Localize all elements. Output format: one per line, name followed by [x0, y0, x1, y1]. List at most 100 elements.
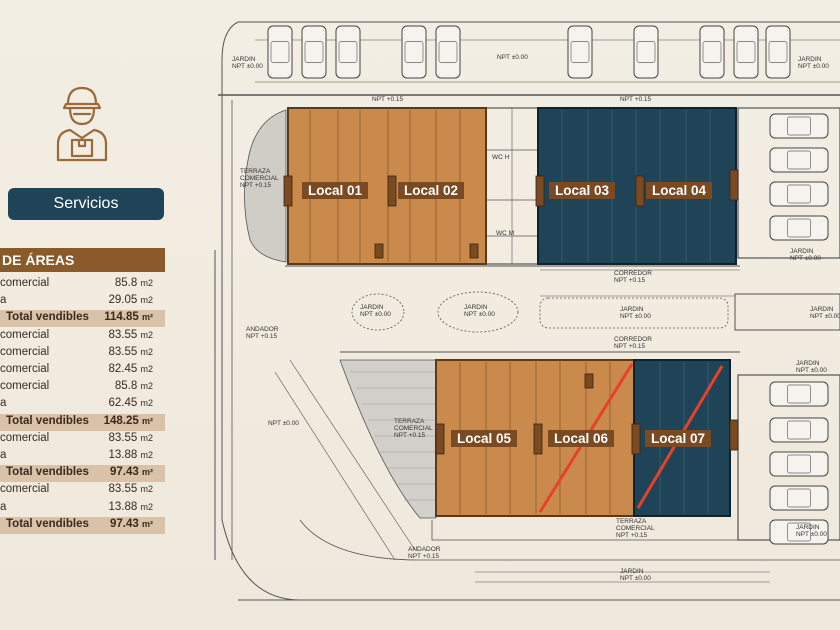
area-value: 13.88 m2 — [109, 449, 154, 461]
parked-car — [769, 181, 829, 207]
local-label-05[interactable]: Local 05 — [451, 430, 518, 447]
area-number: 29.05 — [108, 294, 138, 307]
area-number: 97.43 — [110, 466, 139, 479]
car-window — [787, 384, 811, 404]
area-number: 83.55 — [108, 328, 138, 341]
local-label-04[interactable]: Local 04 — [646, 182, 713, 199]
area-value: 114.85 m² — [104, 311, 153, 323]
parked-car — [401, 25, 427, 79]
car-window — [304, 41, 324, 63]
area-value: 97.43 m² — [110, 466, 153, 478]
area-label: comercial — [0, 277, 50, 289]
area-unit: m2 — [140, 329, 153, 340]
car-window — [636, 41, 656, 63]
car-window — [787, 454, 811, 474]
parked-car — [301, 25, 327, 79]
area-label: comercial — [0, 363, 50, 375]
local-label-01[interactable]: Local 01 — [302, 182, 369, 199]
area-unit: m2 — [140, 484, 153, 495]
area-unit: m2 — [140, 450, 153, 460]
area-label: comercial — [0, 328, 50, 341]
parked-car — [769, 519, 829, 545]
area-label: Total vendibles — [6, 414, 89, 427]
area-number: 114.85 — [104, 311, 139, 324]
car-window — [570, 41, 590, 63]
parking-right — [769, 113, 829, 545]
area-unit: m2 — [140, 381, 153, 392]
area-value: 97.43 m² — [110, 518, 153, 530]
parked-car — [769, 215, 829, 241]
parked-car — [769, 451, 829, 477]
parking-top — [267, 25, 791, 79]
area-value: 13.88 m2 — [109, 501, 154, 513]
parked-car — [633, 25, 659, 79]
local-label-06[interactable]: Local 06 — [548, 430, 615, 447]
area-unit: m2 — [140, 501, 153, 512]
local-label-07[interactable]: Local 07 — [645, 430, 712, 447]
area-number: 148.25 — [103, 414, 139, 427]
car-window — [270, 41, 290, 63]
parked-car — [769, 147, 829, 173]
parked-car — [335, 25, 361, 79]
area-unit: m2 — [140, 295, 153, 306]
areas-row: a 29.05 m2 — [0, 293, 165, 310]
area-number: 83.55 — [108, 431, 138, 444]
car-window — [438, 41, 458, 63]
area-unit: m2 — [140, 278, 153, 288]
npt-label: NPT ±0.00 — [268, 420, 299, 427]
area-label: comercial — [0, 345, 50, 358]
area-number: 85.8 — [114, 380, 138, 393]
car-window — [787, 116, 811, 136]
area-value: 85.8 m2 — [115, 277, 153, 289]
area-number: 82.45 — [108, 363, 138, 375]
area-label: comercial — [0, 483, 50, 496]
services-button[interactable]: Servicios — [8, 188, 164, 220]
local-label-03[interactable]: Local 03 — [549, 182, 616, 199]
areas-row: comercial 82.45 m2 — [0, 362, 165, 379]
areas-table-header: DE ÁREAS — [0, 248, 165, 272]
areas-row: comercial 83.55 m2 — [0, 482, 165, 499]
wc-h-label: WC H — [492, 154, 510, 161]
area-value: 29.05 m2 — [109, 294, 154, 306]
parked-car — [733, 25, 759, 79]
car-window — [702, 41, 722, 63]
area-number: 85.8 — [114, 277, 138, 289]
parked-car — [769, 113, 829, 139]
car-window — [787, 420, 811, 440]
car-window — [736, 41, 756, 63]
area-unit: m² — [142, 518, 153, 529]
wc-m-label: WC M — [496, 230, 515, 237]
area-number: 83.55 — [108, 483, 138, 496]
area-unit: m² — [142, 467, 153, 478]
car-window — [787, 218, 811, 238]
area-unit: m2 — [140, 398, 153, 409]
area-number: 83.55 — [108, 345, 138, 358]
npt-label: NPT +0.15 — [620, 96, 652, 103]
parked-car — [267, 25, 293, 79]
area-label: a — [0, 294, 7, 307]
parked-car — [699, 25, 725, 79]
area-unit: m² — [142, 415, 153, 426]
area-label: Total vendibles — [6, 517, 89, 530]
local-label-02[interactable]: Local 02 — [398, 182, 465, 199]
area-unit: m2 — [140, 364, 153, 374]
areas-total-row: Total vendibles 148.25 m² — [0, 413, 165, 431]
